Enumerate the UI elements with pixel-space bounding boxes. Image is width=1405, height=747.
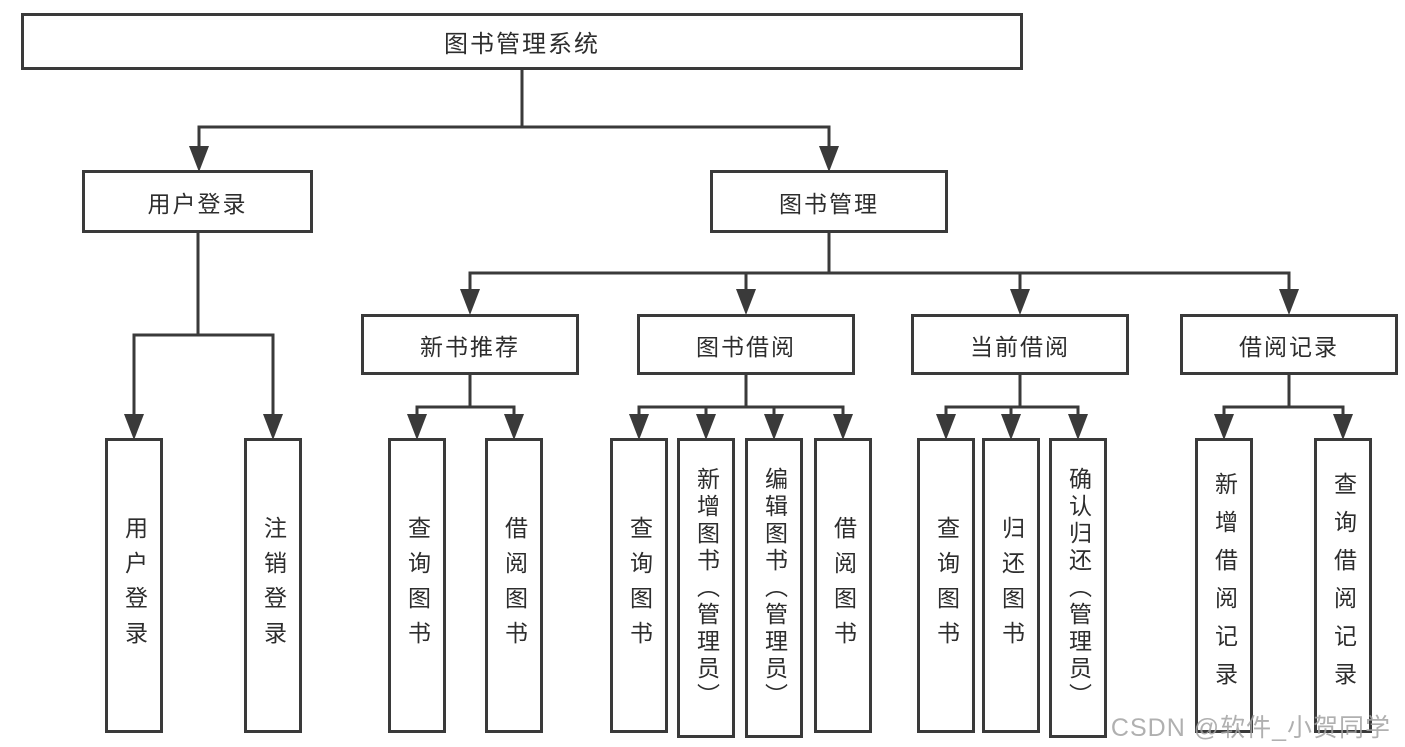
leaf-return-books: 归还图书 [982, 438, 1040, 733]
leaf-query-borrow-record: 查询借阅记录 [1314, 438, 1372, 733]
leaf-query-books: 查询图书 [610, 438, 668, 733]
node-book-borrowing: 图书借阅 [637, 314, 855, 375]
node-book-management-module: 图书管理 [710, 170, 948, 233]
leaf-confirm-return-admin: 确认归还（管理员） [1049, 438, 1107, 738]
node-user-login-module: 用户登录 [82, 170, 313, 233]
node-borrowing-records: 借阅记录 [1180, 314, 1398, 375]
node-current-borrowing: 当前借阅 [911, 314, 1129, 375]
leaf-query-books: 查询图书 [388, 438, 446, 733]
csdn-watermark: CSDN @软件_小贺同学 [1110, 714, 1391, 742]
leaf-borrow-books: 借阅图书 [814, 438, 872, 733]
leaf-borrow-books: 借阅图书 [485, 438, 543, 733]
leaf-add-books-admin: 新增图书（管理员） [677, 438, 735, 738]
leaf-edit-books-admin: 编辑图书（管理员） [745, 438, 803, 738]
leaf-query-books: 查询图书 [917, 438, 975, 733]
leaf-user-login: 用户登录 [105, 438, 163, 733]
node-new-book-recommendation: 新书推荐 [361, 314, 579, 375]
leaf-logout: 注销登录 [244, 438, 302, 733]
leaf-add-borrow-record: 新增借阅记录 [1195, 438, 1253, 733]
node-library-management-system: 图书管理系统 [21, 13, 1023, 70]
